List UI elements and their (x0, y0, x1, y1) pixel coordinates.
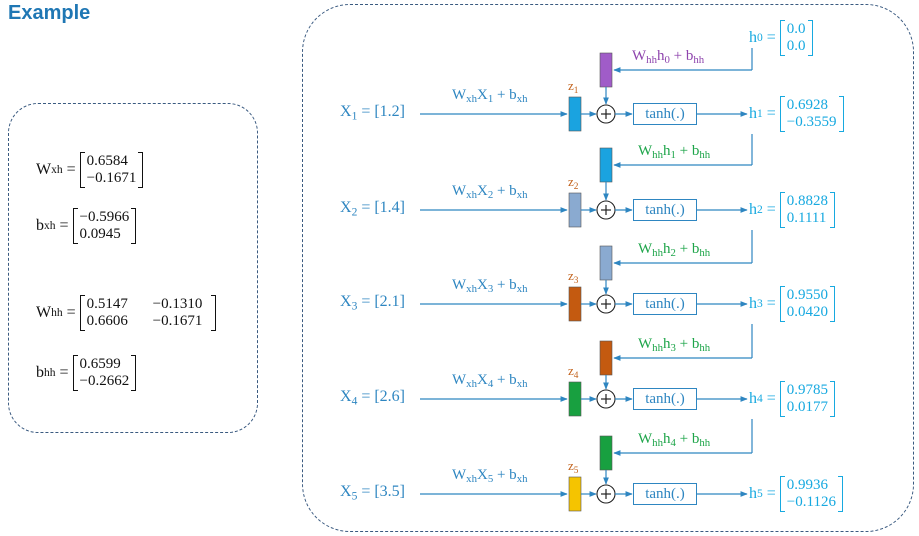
parameters-panel (8, 103, 258, 433)
z-block (568, 381, 582, 417)
h0-matrix: 0.0 0.0 (779, 20, 813, 56)
tanh-box: tanh(.) (633, 199, 697, 221)
matrix-cell: 0.6599 (79, 356, 121, 372)
matrix-cell: −0.1310 (152, 296, 203, 312)
equals-sign: = (59, 364, 69, 381)
z-label: z5 (568, 458, 579, 476)
param-bxh-symbol: b (36, 217, 44, 234)
param-bhh-matrix: 0.6599 −0.2662 (72, 355, 137, 391)
matrix-cell: 0.5147 (86, 296, 128, 312)
param-bhh-symbol: b (36, 364, 44, 381)
equals-sign: = (66, 161, 76, 178)
matrix-cell: −0.5966 (79, 209, 130, 225)
recurrent-formula: Whhh3 + bhh (638, 336, 711, 355)
recurrent-formula: Whhh2 + bhh (638, 241, 711, 260)
z-block (568, 476, 582, 512)
input-x-label: X3 = [2.1] (340, 293, 406, 313)
param-bxh-matrix: −0.5966 0.0945 (72, 208, 137, 244)
matrix-cell: 0.0 (786, 21, 806, 37)
matrix-cell: −0.1671 (152, 313, 203, 329)
matrix-cell: −0.1671 (86, 170, 137, 186)
matrix-cell: 0.0 (786, 38, 806, 54)
matrix-cell: −0.2662 (79, 373, 130, 389)
z-label: z2 (568, 174, 579, 192)
matrix-cell: 0.0945 (79, 226, 121, 242)
equals-sign: = (59, 217, 69, 234)
rnn-unrolled-panel (302, 4, 914, 532)
h0-symbol: h (749, 29, 757, 46)
recurrent-block (599, 52, 613, 88)
recurrent-formula: Whhh1 + bhh (638, 143, 711, 162)
z-block (568, 286, 582, 322)
z-block (568, 192, 582, 228)
input-x-label: X4 = [2.6] (340, 388, 406, 408)
recurrent-formula: Whhh0 + bhh (632, 48, 705, 67)
tanh-box: tanh(.) (633, 293, 697, 315)
tanh-box: tanh(.) (633, 483, 697, 505)
param-whh-matrix: 0.5147 −0.1310 0.6606 −0.1671 (79, 295, 216, 331)
recurrent-block (599, 435, 613, 471)
param-whh-symbol: W (36, 304, 52, 321)
recurrent-formula: Whhh4 + bhh (638, 431, 711, 450)
z-label: z4 (568, 363, 579, 381)
z-label: z3 (568, 268, 579, 286)
recurrent-block (599, 245, 613, 281)
recurrent-block (599, 147, 613, 183)
input-x-label: X2 = [1.4] (340, 199, 406, 219)
input-formula: WxhX5 + bxh (452, 467, 528, 486)
tanh-box: tanh(.) (633, 103, 697, 125)
param-wxh-symbol: W (36, 161, 52, 178)
input-x-label: X5 = [3.5] (340, 483, 406, 503)
equals-sign: = (766, 29, 776, 46)
z-block (568, 96, 582, 132)
param-wxh-matrix: 0.6584 −0.1671 (79, 152, 144, 188)
z-label: z1 (568, 78, 579, 96)
input-formula: WxhX3 + bxh (452, 277, 528, 296)
equals-sign: = (66, 304, 76, 321)
input-formula: WxhX2 + bxh (452, 183, 528, 202)
matrix-cell: 0.6584 (86, 153, 128, 169)
tanh-box: tanh(.) (633, 388, 697, 410)
page-title: Example (8, 2, 91, 24)
input-formula: WxhX1 + bxh (452, 87, 528, 106)
matrix-cell: 0.6606 (86, 313, 128, 329)
input-x-label: X1 = [1.2] (340, 103, 406, 123)
input-formula: WxhX4 + bxh (452, 372, 528, 391)
recurrent-block (599, 340, 613, 376)
